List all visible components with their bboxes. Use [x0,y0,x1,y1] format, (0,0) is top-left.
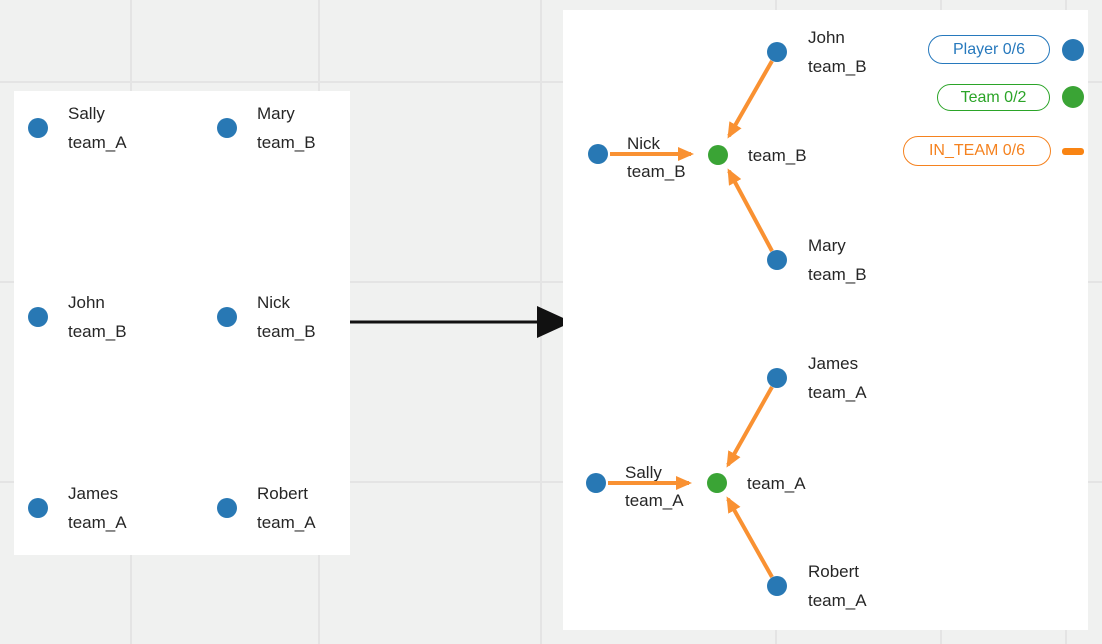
team-node-label: team_B [748,146,807,165]
legend-team-label: Team 0/2 [960,88,1027,106]
node-team: team_A [257,513,316,532]
node-team: team_B [808,265,867,284]
node-team: team_B [808,57,867,76]
player-node-icon [28,498,48,518]
result-graph-panel: Nick team_B team_B John team_B Mary team… [563,10,1088,630]
node-team: team_A [808,591,867,610]
edge-source-name: Nick [627,134,661,153]
source-node-nick[interactable]: Nick team_B [217,288,316,346]
player-node-label: Mary team_B [808,231,867,289]
node-team: team_B [257,133,316,152]
source-graph-panel: Sally team_A Mary team_B John team_B Nic… [14,91,350,555]
team-node-icon[interactable] [707,473,727,493]
player-node-icon[interactable] [767,368,787,388]
source-node-james[interactable]: James team_A [28,479,127,537]
legend-team-pill[interactable]: Team 0/2 [937,84,1050,111]
player-node-icon[interactable] [767,576,787,596]
player-node-icon [28,307,48,327]
transform-arrow-icon [350,306,572,338]
node-name: Robert [808,562,860,581]
in-team-edges [608,60,774,578]
node-team: team_B [257,322,316,341]
node-name: Mary [257,104,295,123]
player-node-icon[interactable] [586,473,606,493]
node-name: James [808,354,859,373]
player-node-label: Robert team_A [808,557,867,615]
player-node-icon[interactable] [767,42,787,62]
team-node-icon[interactable] [708,145,728,165]
node-team: team_A [68,513,127,532]
source-node-sally[interactable]: Sally team_A [28,99,127,157]
grid-line [0,81,1102,83]
player-node-icon[interactable] [767,250,787,270]
edge-source-name: Sally [625,463,662,482]
in-team-swatch-icon [1062,148,1084,155]
edge-source-team: team_B [627,162,686,181]
player-node-label: James team_A [808,349,867,407]
player-node-icon [217,307,237,327]
node-name: James [68,484,119,503]
source-node-mary[interactable]: Mary team_B [217,99,316,157]
player-node-icon [217,118,237,138]
grid-line [0,481,1102,483]
source-node-john[interactable]: John team_B [28,288,127,346]
player-node-icon [28,118,48,138]
node-name: Sally [68,104,105,123]
legend-player-label: Player 0/6 [952,40,1026,58]
node-name: John [68,293,105,312]
player-swatch-icon [1062,39,1084,61]
source-node-robert[interactable]: Robert team_A [217,479,316,537]
team-swatch-icon [1062,86,1084,108]
legend-player-pill[interactable]: Player 0/6 [928,35,1050,64]
legend-in-team-label: IN_TEAM 0/6 [928,142,1026,159]
grid-line [0,281,1102,283]
edge-source-team: team_A [625,491,684,510]
team-node-label: team_A [747,474,806,493]
node-name: Mary [808,236,846,255]
node-name: John [808,28,845,47]
node-team: team_A [808,383,867,402]
node-team: team_A [68,133,127,152]
player-node-label: John team_B [808,23,867,81]
node-name: Robert [257,484,309,503]
legend-in-team-pill[interactable]: IN_TEAM 0/6 [903,136,1051,166]
node-name: Nick [257,293,291,312]
node-team: team_B [68,322,127,341]
player-node-icon[interactable] [588,144,608,164]
player-node-icon [217,498,237,518]
